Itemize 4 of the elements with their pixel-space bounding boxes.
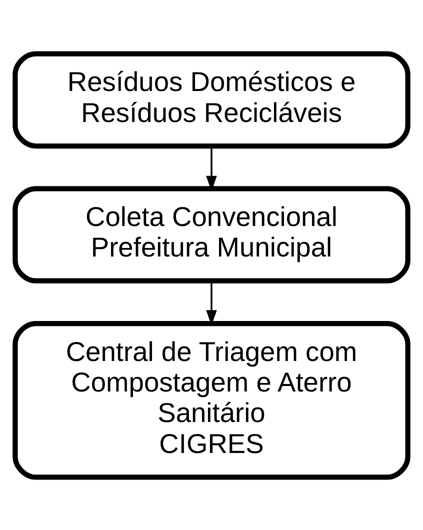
node-box: Resíduos Domésticos e Resíduos Recicláveis [12,50,410,148]
arrow [206,146,217,191]
node-box: Central de Triagem com Compostagem e Aterro Sanitário CIGRES [12,320,410,480]
node-box: Coleta Convencional Prefeitura Municipal [12,186,410,283]
